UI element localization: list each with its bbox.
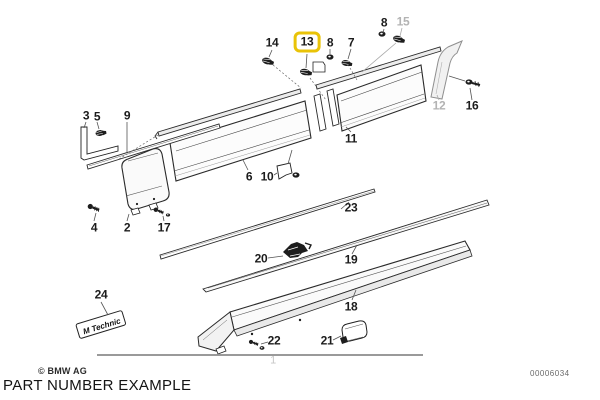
part-20-clip-cluster xyxy=(283,242,312,258)
doc-number: 00006034 xyxy=(530,369,570,378)
copyright-text: © BMW AG xyxy=(38,366,87,376)
part-6-front-molding xyxy=(154,88,312,182)
callout-4[interactable]: 4 xyxy=(90,220,98,235)
callout-23[interactable]: 23 xyxy=(344,200,358,215)
part-3-bracket xyxy=(80,126,119,161)
callout-14[interactable]: 14 xyxy=(265,35,279,50)
callout-22[interactable]: 22 xyxy=(267,333,281,348)
callout-8[interactable]: 8 xyxy=(380,15,388,30)
part-2-end-cap xyxy=(121,148,170,216)
callout-21[interactable]: 21 xyxy=(320,333,334,348)
callout-10[interactable]: 10 xyxy=(260,169,274,184)
callout-24[interactable]: 24 xyxy=(94,287,108,302)
callout-6[interactable]: 6 xyxy=(245,169,253,184)
part-11-rear-molding xyxy=(315,46,442,132)
callout-17[interactable]: 17 xyxy=(157,220,171,235)
callout-11[interactable]: 11 xyxy=(344,131,358,146)
part-9-strip xyxy=(86,123,221,170)
part-16-fastener xyxy=(465,79,481,88)
callout-5[interactable]: 5 xyxy=(93,109,101,124)
part-21-bracket xyxy=(340,320,368,344)
caption-text: PART NUMBER EXAMPLE xyxy=(3,377,192,394)
callout-16[interactable]: 16 xyxy=(465,98,479,113)
part-19-strip xyxy=(202,199,490,293)
part-13-clip xyxy=(299,61,326,77)
callout-12[interactable]: 12 xyxy=(432,98,446,113)
callout-3[interactable]: 3 xyxy=(82,108,90,123)
assembly-dashed-lines xyxy=(118,64,358,160)
leader-lines xyxy=(83,28,473,345)
callout-18[interactable]: 18 xyxy=(344,299,358,314)
part-12-rear-trim xyxy=(430,40,463,100)
callout-13[interactable]: 13 xyxy=(293,31,321,53)
callout-9[interactable]: 9 xyxy=(123,108,131,123)
callout-1[interactable]: 1 xyxy=(270,354,276,367)
callout-19[interactable]: 19 xyxy=(344,252,358,267)
callout-8[interactable]: 8 xyxy=(326,35,334,50)
callout-7[interactable]: 7 xyxy=(347,35,355,50)
part-seam-strips xyxy=(313,88,340,132)
callout-2[interactable]: 2 xyxy=(123,220,131,235)
part-23-strip xyxy=(159,188,376,260)
leader-lines-muted xyxy=(361,27,440,101)
callout-15[interactable]: 15 xyxy=(396,14,410,29)
callout-20[interactable]: 20 xyxy=(254,251,268,266)
part-18-sill xyxy=(197,240,473,355)
